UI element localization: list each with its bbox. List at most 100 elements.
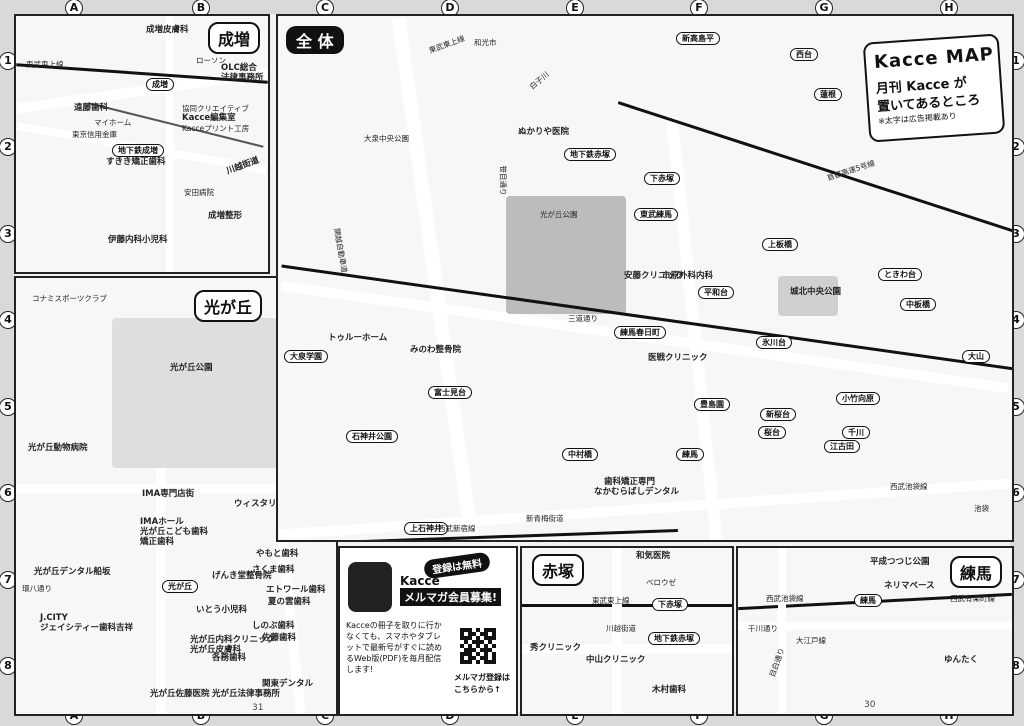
station-kotake-mukaihara: 小竹向原 <box>836 392 880 405</box>
promo-headline-2: メルマガ会員募集! <box>400 588 502 606</box>
place-label: 環八通り <box>22 584 52 593</box>
panel-title-nerima: 練馬 <box>950 556 1003 588</box>
hikarigaoka-park-area <box>506 196 626 314</box>
place-label: 遠藤歯科 <box>74 103 109 113</box>
place-label: 光が丘デンタル船坂 <box>34 567 111 577</box>
panel-title-zentai: 全 体 <box>286 26 344 54</box>
place-label: トゥルーホーム <box>328 333 388 343</box>
place-label: コナミスポーツクラブ <box>32 294 107 303</box>
place-label: 市原外科内科 <box>662 271 714 281</box>
station-narimasu: 成増 <box>146 78 174 91</box>
place-label: 法律事務所 <box>221 73 264 83</box>
station-hikawadai: 氷川台 <box>756 336 792 349</box>
page-number-left: 31 <box>252 703 264 713</box>
place-label: 平成つつじ公園 <box>870 557 930 567</box>
station-chikatetsu-akatsuka: 地下鉄赤塚 <box>648 632 700 645</box>
station-shimo-akatsuka: 下赤塚 <box>644 172 680 185</box>
place-label: しのぶ歯科 <box>252 621 295 631</box>
station-nerima: 練馬 <box>676 448 704 461</box>
place-label: 西武新宿線 <box>438 524 476 533</box>
station-shakujii-koen: 石神井公園 <box>346 430 398 443</box>
place-label: 三道通り <box>568 314 598 323</box>
tobu-tojo-line <box>522 604 732 607</box>
station-nakaitabashi: 中板橋 <box>900 298 936 311</box>
place-label: 光が丘内科クリニック <box>190 635 276 645</box>
place-label: ウィスタリア歯科 <box>234 499 303 509</box>
station-shin-sakuradai: 新桜台 <box>760 408 796 421</box>
place-label: 新青梅街道 <box>526 514 564 523</box>
place-label: 東武東上線 <box>427 33 466 56</box>
place-label: 伊藤内科小児科 <box>108 235 168 245</box>
place-label: 秀クリニック <box>530 643 582 653</box>
park-area <box>112 318 282 468</box>
johoku-park-area <box>778 276 838 316</box>
kacce-map-logo-box: Kacce MAP 月刊 Kacce が 置いてあるところ ※太字は広告掲載あり <box>862 33 1006 143</box>
qr-caption-1: メルマガ登録は <box>454 673 510 682</box>
place-label: 東武東上線 <box>592 596 630 605</box>
place-label: みのわ整骨院 <box>410 345 462 355</box>
station-senkawa: 千川 <box>842 426 870 439</box>
road <box>391 17 479 539</box>
panel-title-akatsuka: 赤塚 <box>532 554 585 586</box>
place-label: 西武池袋線 <box>890 482 928 491</box>
place-label: さくま歯科 <box>252 565 295 575</box>
station-sakuradai: 桜台 <box>758 426 786 439</box>
mascot-icon <box>348 562 392 612</box>
road <box>778 548 786 714</box>
station-oizumi-gakuen: 大泉学園 <box>284 350 328 363</box>
place-label: 光が丘佐藤医院 <box>150 689 210 699</box>
place-label: 夏の雲歯科 <box>268 597 311 607</box>
place-label: 光が丘皮膚科 <box>190 645 242 655</box>
place-label: J.CITY <box>40 613 68 623</box>
place-label: 光が丘公園 <box>170 363 213 373</box>
left-border-band <box>0 0 14 726</box>
station-nerima: 練馬 <box>854 594 882 607</box>
place-label: げんき堂整骨院 <box>212 571 272 581</box>
road <box>738 622 1012 630</box>
place-label: マイホーム <box>94 118 132 127</box>
road <box>156 468 166 714</box>
station-nakamurabashi: 中村橋 <box>562 448 598 461</box>
place-label: 医戦クリニック <box>648 353 708 363</box>
place-label: 西武有楽町線 <box>950 594 995 603</box>
station-kami-shakujii: 上石神井 <box>404 522 448 535</box>
station-oyama: 大山 <box>962 350 990 363</box>
station-kamiitabashi: 上板橋 <box>762 238 798 251</box>
station-tobu-nerima: 東武練馬 <box>634 208 678 221</box>
place-label: 大泉中央公園 <box>364 134 409 143</box>
place-label: 各務歯科 <box>212 653 247 663</box>
panel-title-hikarigaoka: 光が丘 <box>194 290 263 322</box>
place-label: 西武池袋線 <box>766 594 804 603</box>
road <box>166 16 174 272</box>
place-label: ローソン <box>196 56 226 65</box>
place-label: 成増皮膚科 <box>146 25 189 35</box>
place-label: 中山クリニック <box>586 655 646 665</box>
place-label: 和光市 <box>474 38 497 47</box>
narimasu-inset-map: 成増 成増皮膚科 東武東上線 ローソン 成増 OLC総合 法律事務所 遠藤歯科 … <box>14 14 270 274</box>
place-label: 木村歯科 <box>652 685 687 695</box>
place-label: 東京信用金庫 <box>72 130 117 139</box>
place-label: 千川通り <box>748 624 778 633</box>
place-label: 白子川 <box>527 69 551 92</box>
station-tokiwadai: ときわ台 <box>878 268 922 281</box>
place-label: 和気医院 <box>636 551 671 561</box>
panel-title-narimasu: 成増 <box>208 22 261 54</box>
qr-caption-2: こちらから↑ <box>454 685 501 694</box>
place-label: 佐藤歯科 <box>262 633 297 643</box>
station-chikatetsu-akatsuka: 地下鉄赤塚 <box>564 148 616 161</box>
place-label: 光が丘法律事務所 <box>212 689 281 699</box>
station-heiwadai: 平和台 <box>698 286 734 299</box>
qr-code[interactable] <box>460 628 496 664</box>
promo-body-text: Kacceの冊子を取りに行かなくても、スマホやタブレットで最新号がすぐに読めるW… <box>346 621 442 674</box>
place-label: ネリマベース <box>884 581 935 591</box>
station-shin-takashimadaira: 新高島平 <box>676 32 720 45</box>
page-number-right: 30 <box>864 700 876 710</box>
place-label: ぬかりや医院 <box>518 127 570 137</box>
station-hikarigaoka: 光が丘 <box>162 580 198 593</box>
station-nerima-kasugacho: 練馬春日町 <box>614 326 666 339</box>
place-label: 笹目通り <box>498 165 508 196</box>
overall-map: 全 体 Kacce MAP 月刊 Kacce が 置いてあるところ ※太字は広告… <box>276 14 1014 542</box>
place-label: なかむらばしデンタル <box>594 487 680 497</box>
place-label: 光が丘動物病院 <box>28 443 88 453</box>
place-label: ジェイシティー歯科吉祥 <box>40 623 133 633</box>
